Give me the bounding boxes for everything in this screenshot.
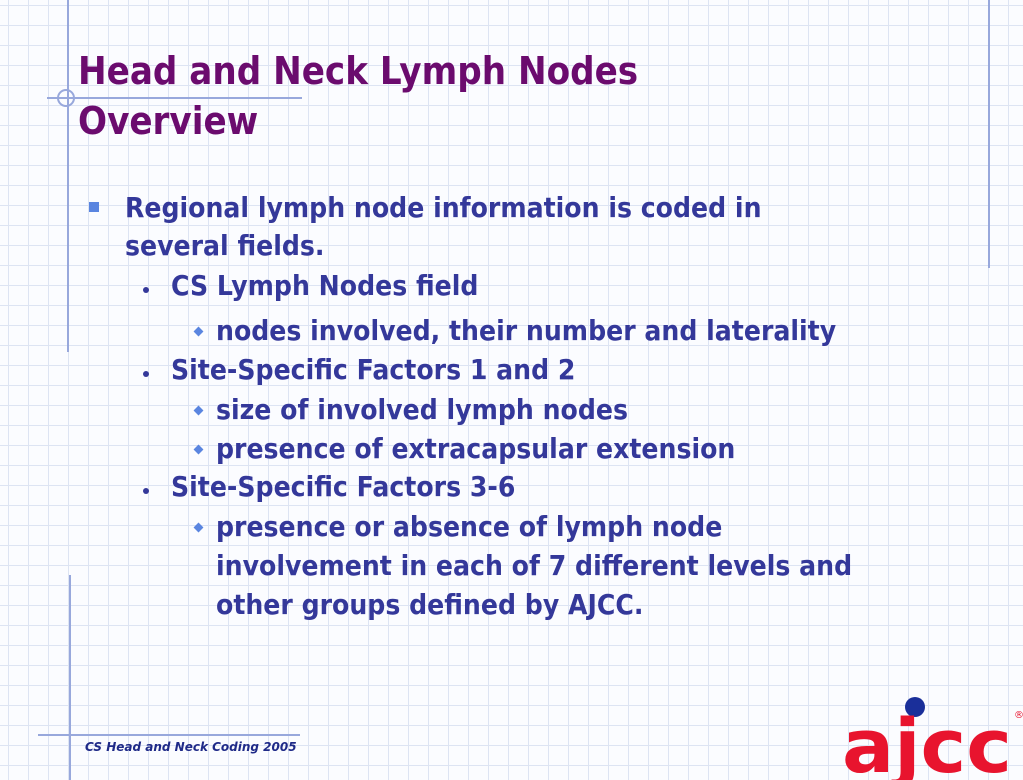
detail-item: other groups defined by AJCC. [216,588,644,621]
main-bullet-line-1: Regional lymph node information is coded… [125,191,762,224]
slide-title-line-2: Overview [78,99,259,143]
decor-line-left-lower [69,575,71,780]
decor-line-footer [38,734,300,736]
detail-item: presence of extracapsular extension [216,432,736,465]
diamond-bullet-icon [193,326,204,337]
decor-line-right [988,0,990,268]
slide-body: Regional lymph node information is coded… [89,191,853,621]
slide-footer: CS Head and Neck Coding 2005 [85,740,297,754]
registered-mark: ® [1014,710,1023,721]
detail-item: size of involved lymph nodes [216,393,628,426]
logo-dot [905,697,925,717]
ajcc-logo: ajcc ® [842,697,1023,780]
decor-line-title [47,97,302,99]
diamond-bullet-icon [193,522,204,533]
slide-title: Head and Neck Lymph Nodes Overview [78,46,870,146]
sub-item-label: Site-Specific Factors 1 and 2 [171,353,576,386]
dot-bullet-icon [143,287,149,293]
logo-wordmark: ajcc [842,704,1012,780]
decor-line-left-upper [67,0,69,352]
decor-ring [57,89,75,107]
sub-item-label: CS Lymph Nodes field [171,269,479,302]
detail-item: nodes involved, their number and lateral… [216,314,837,347]
sub-item-label: Site-Specific Factors 3-6 [171,470,516,503]
square-bullet-icon [89,202,99,212]
diamond-bullet-icon [193,444,204,455]
main-bullet-line-2: several fields. [125,229,325,262]
dot-bullet-icon [143,488,149,494]
slide-title-line-1: Head and Neck Lymph Nodes [78,49,639,93]
diamond-bullet-icon [193,405,204,416]
detail-item: presence or absence of lymph node [216,510,723,543]
detail-item: involvement in each of 7 different level… [216,549,853,582]
dot-bullet-icon [143,371,149,377]
